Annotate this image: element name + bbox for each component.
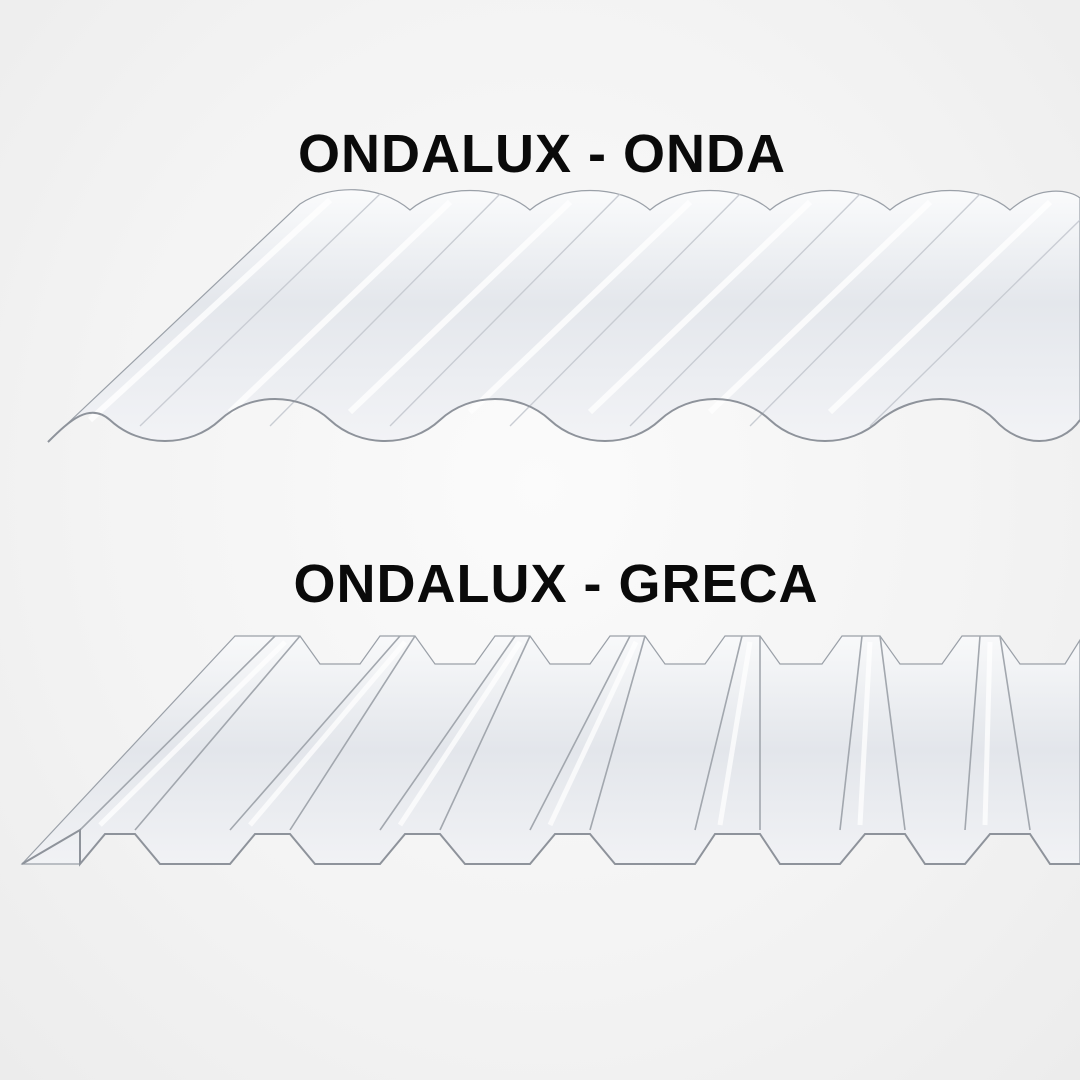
wave-sheet-illustration — [47, 189, 1080, 443]
product-title-greca: ONDALUX - GRECA — [293, 554, 819, 614]
trapezoidal-sheet-illustration — [20, 635, 1080, 867]
trapezoidal-sheet-surface — [20, 635, 1080, 865]
product-title-onda: ONDALUX - ONDA — [298, 124, 786, 184]
